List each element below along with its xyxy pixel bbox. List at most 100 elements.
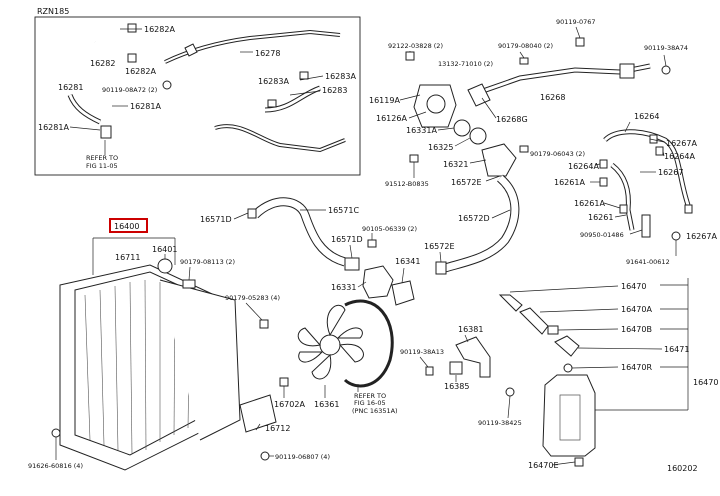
label-16381: 16381 xyxy=(458,325,483,334)
bracket-16278 xyxy=(184,43,198,57)
part-16385[interactable] xyxy=(449,361,463,375)
gasket-16325[interactable] xyxy=(469,127,487,145)
label-90119-38A13: 90119-38A13 xyxy=(400,348,444,356)
clip-16283A-b[interactable] xyxy=(267,99,277,108)
label-16267A-b: 16267A xyxy=(686,232,717,241)
clip-16282A-top[interactable] xyxy=(127,23,137,33)
label-16702A: 16702A xyxy=(274,400,305,409)
clip-16264A[interactable] xyxy=(599,159,608,169)
cap-16471[interactable] xyxy=(554,335,580,357)
label-16361: 16361 xyxy=(314,400,339,409)
refer-fan-2: FIG 16-05 xyxy=(354,399,386,407)
bolt-90119-38A74[interactable] xyxy=(661,65,671,75)
clip-16282A-bottom[interactable] xyxy=(127,53,137,63)
label-16281A-b: 16281A xyxy=(38,123,69,132)
cap-16401[interactable] xyxy=(157,258,173,274)
label-16470E: 16470E xyxy=(528,461,559,470)
label-16283A: 16283A xyxy=(258,77,289,86)
label-16261: 16261 xyxy=(588,213,613,222)
label-16278: 16278 xyxy=(255,49,280,58)
label-16470-main: 16470 xyxy=(693,378,718,387)
radiator-tank xyxy=(159,279,241,441)
bolt-90119-06807[interactable] xyxy=(260,451,270,461)
reservoir-16470[interactable] xyxy=(542,374,596,457)
clip-16283A[interactable] xyxy=(299,71,309,80)
gasket-16268G[interactable] xyxy=(467,83,491,107)
fitting-16281[interactable] xyxy=(100,125,112,139)
label-16282A-b: 16282A xyxy=(125,67,156,76)
label-90950-01486: 90950-01486 xyxy=(580,231,624,239)
label-16711: 16711 xyxy=(115,253,140,262)
label-16281A: 16281A xyxy=(130,102,161,111)
shroud-16712[interactable] xyxy=(239,394,277,433)
label-91641-00612: 91641-00612 xyxy=(626,258,670,266)
label-16385: 16385 xyxy=(444,382,469,391)
cap-16470E[interactable] xyxy=(574,457,584,467)
clip-16267A-b[interactable] xyxy=(684,204,693,214)
label-16572E-b: 16572E xyxy=(424,242,455,251)
thermostat-16325[interactable] xyxy=(453,119,471,137)
label-16401: 16401 xyxy=(152,245,177,254)
label-16283: 16283 xyxy=(322,86,347,95)
label-90119-08A72: 90119-08A72 (2) xyxy=(102,86,157,94)
label-16268: 16268 xyxy=(540,93,565,102)
inset-rzn185: RZN185 16282A 16282 16282A 16278 16281 9… xyxy=(34,7,361,176)
clamp-16571D-b[interactable] xyxy=(344,257,360,271)
label-13132-71010: 13132-71010 (2) xyxy=(438,60,493,68)
clip-16264A-b[interactable] xyxy=(655,146,664,156)
label-16400[interactable]: 16400 xyxy=(114,222,139,231)
bolt-90179-08040[interactable] xyxy=(519,57,529,65)
label-16281: 16281 xyxy=(58,83,83,92)
plug-16470R[interactable] xyxy=(563,363,573,373)
label-16261A: 16261A xyxy=(554,178,585,187)
label-16571C: 16571C xyxy=(328,206,359,215)
bolt-90119[interactable] xyxy=(162,80,172,90)
label-90179-05283: 90179-05283 (4) xyxy=(225,294,280,302)
label-16282A: 16282A xyxy=(144,25,175,34)
label-90119-06807: 90119-06807 (4) xyxy=(275,453,330,461)
water-outlet-16321[interactable] xyxy=(481,143,517,177)
clip-16261A-b[interactable] xyxy=(619,204,628,214)
water-inlet-16331[interactable] xyxy=(362,265,394,299)
nut-90119-0767[interactable] xyxy=(575,37,585,47)
label-16325: 16325 xyxy=(428,143,453,152)
label-16267A: 16267A xyxy=(666,139,697,148)
label-92122-03828: 92122-03828 (2) xyxy=(388,42,443,50)
pipe-lower-inset[interactable] xyxy=(214,124,346,153)
bolt-90179-06043[interactable] xyxy=(519,145,529,153)
bolt-91641[interactable] xyxy=(671,231,681,241)
hose-16470[interactable] xyxy=(498,294,523,312)
inlet-opening xyxy=(426,94,446,114)
bracket-16381[interactable] xyxy=(455,336,491,378)
radiator-group: 16400 16401 16711 90179-08113 (2) 90179 xyxy=(28,218,330,471)
label-16264A-b: 16264A xyxy=(568,162,599,171)
refer-fig-label: FIG 11-05 xyxy=(86,162,118,170)
bolt-91626[interactable] xyxy=(51,428,61,438)
bracket-90950[interactable] xyxy=(641,214,651,238)
label-16264: 16264 xyxy=(634,112,659,121)
bolt-90179-05283[interactable] xyxy=(259,319,269,329)
gasket-16341[interactable] xyxy=(391,280,415,306)
bolt-90105[interactable] xyxy=(367,239,377,248)
bolt-90119-38A13[interactable] xyxy=(425,366,434,376)
label-16712: 16712 xyxy=(265,424,290,433)
fan-16361[interactable] xyxy=(297,304,364,380)
stud-92122[interactable] xyxy=(405,51,415,61)
label-90105-06339: 90105-06339 (2) xyxy=(362,225,417,233)
label-90179-08113: 90179-08113 (2) xyxy=(180,258,235,266)
clip-16470B[interactable] xyxy=(547,325,559,335)
drain-90179-08113[interactable] xyxy=(182,279,196,289)
bolt-91512[interactable] xyxy=(409,154,419,163)
label-16572D: 16572D xyxy=(458,214,490,223)
label-16126A: 16126A xyxy=(376,114,407,123)
clip-16261A[interactable] xyxy=(599,177,608,187)
refer-fan-3: (PNC 16351A) xyxy=(352,407,398,415)
bolt-90119-38425[interactable] xyxy=(505,387,515,397)
inset-frame xyxy=(34,16,361,176)
clamp-16572E[interactable] xyxy=(435,261,447,275)
hose-16281[interactable] xyxy=(67,93,102,125)
highlight-16400[interactable] xyxy=(109,218,148,233)
clamp-16571D[interactable] xyxy=(247,208,257,219)
flange-16268[interactable] xyxy=(619,63,635,79)
bracket-16702A[interactable] xyxy=(279,377,289,387)
